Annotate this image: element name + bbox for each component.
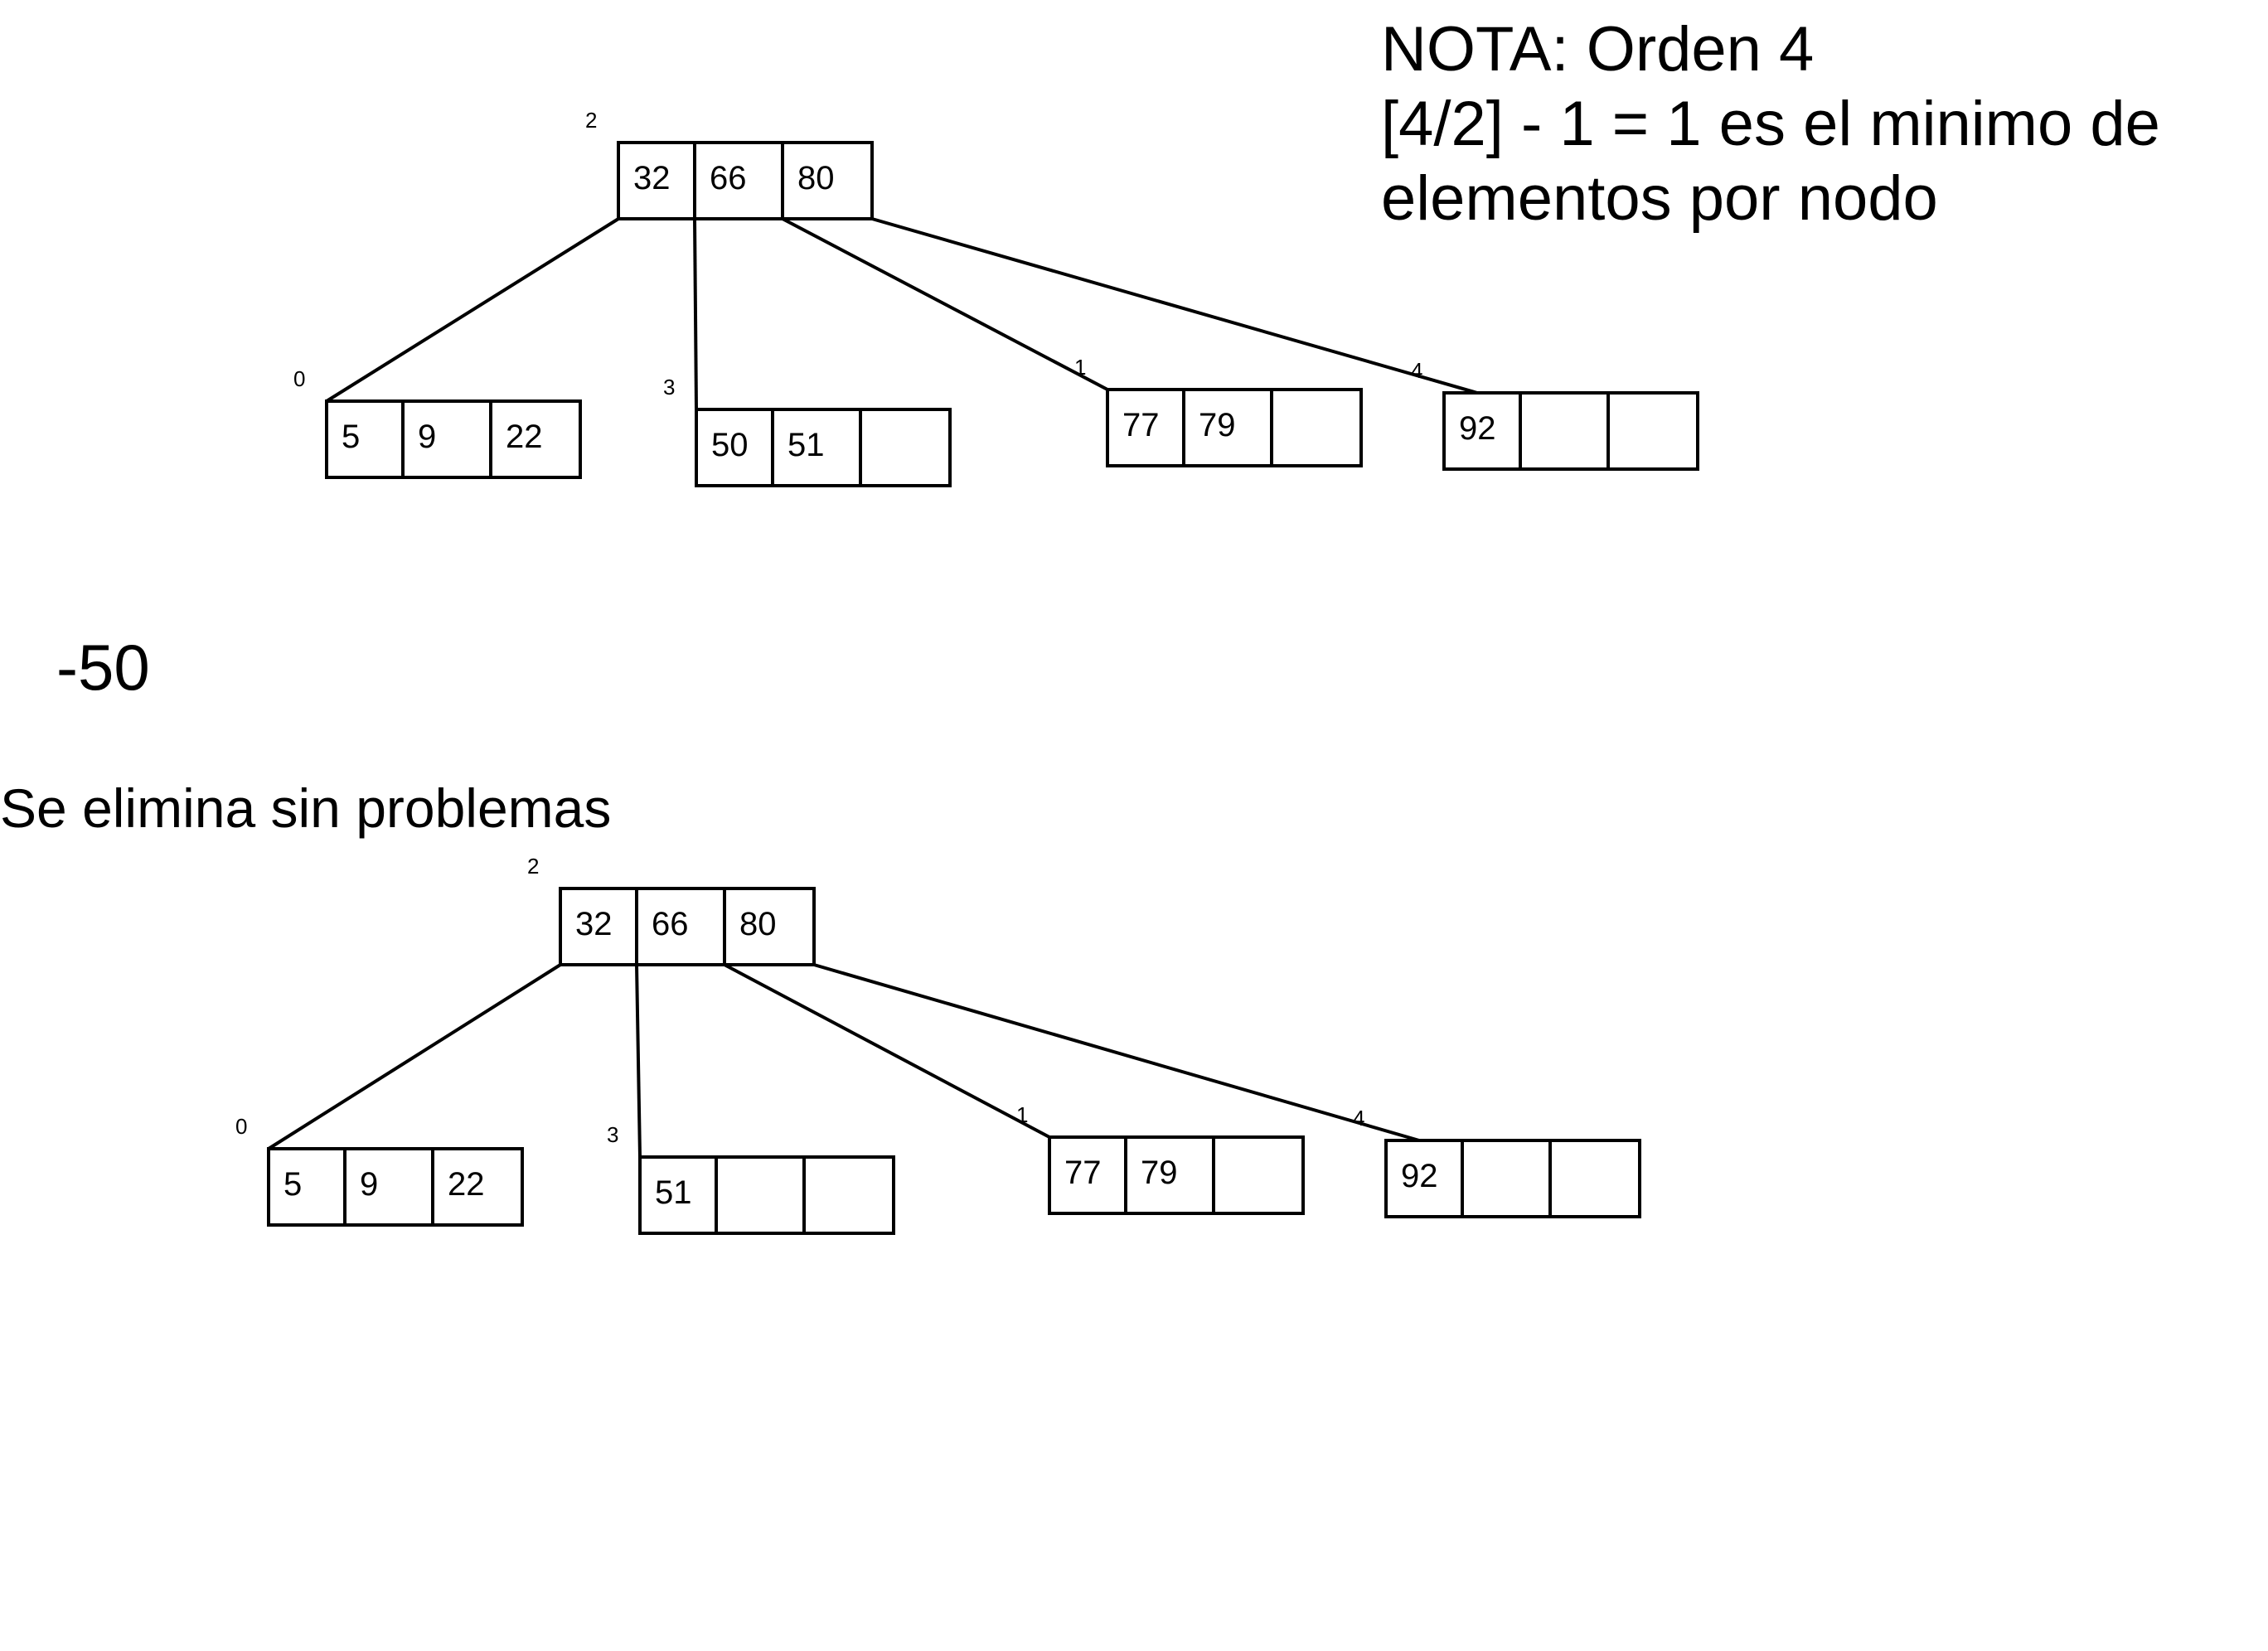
operation-label: -50 <box>56 631 150 704</box>
node-id-label: 4 <box>1411 358 1422 383</box>
key-cell <box>1212 1135 1305 1215</box>
key-cell <box>723 887 816 966</box>
node-id-label: 0 <box>235 1114 247 1139</box>
key-cell <box>343 1147 434 1227</box>
btree-node-3: 3 50 51 <box>663 375 952 487</box>
note-line-elements: elementos por nodo <box>1381 163 1938 234</box>
note-line-order: NOTA: Orden 4 <box>1381 14 1815 85</box>
key-value: 77 <box>1064 1155 1102 1191</box>
key-cell <box>1461 1139 1552 1218</box>
key-cell <box>489 399 582 479</box>
node-id-label: 0 <box>293 366 305 391</box>
result-message: Se elimina sin problemas <box>0 777 612 839</box>
key-value: 51 <box>788 427 825 463</box>
edge-2-3 <box>635 964 642 1158</box>
key-value: 50 <box>711 427 749 463</box>
key-value: 66 <box>710 160 747 196</box>
key-value: 5 <box>284 1166 302 1203</box>
key-value: 79 <box>1199 407 1236 443</box>
key-value: 51 <box>655 1174 692 1211</box>
key-cell <box>781 141 874 220</box>
key-cell <box>431 1147 524 1227</box>
key-value: 22 <box>448 1166 485 1203</box>
key-cell <box>1270 388 1363 467</box>
edge-2-4 <box>813 963 1420 1142</box>
edge-2-1 <box>782 217 1108 391</box>
btree-node-4: 4 92 <box>1353 1106 1641 1218</box>
node-id-label: 4 <box>1353 1106 1364 1131</box>
edge-2-0 <box>325 217 620 403</box>
key-value: 92 <box>1401 1158 1438 1194</box>
btree-node-4: 4 92 <box>1411 358 1699 471</box>
key-cell <box>638 1155 718 1235</box>
btree-node-1: 1 77 79 <box>1074 355 1363 467</box>
key-cell <box>617 141 696 220</box>
key-value: 66 <box>652 906 689 942</box>
key-value: 9 <box>360 1166 378 1203</box>
key-cell <box>715 1155 806 1235</box>
key-value: 77 <box>1122 407 1160 443</box>
tree-before: 2 32 66 80 0 5 9 22 3 50 51 1 77 79 4 92 <box>293 108 1699 487</box>
btree-node-0: 0 5 9 22 <box>293 366 582 479</box>
tree-after: 2 32 66 80 0 5 9 22 3 51 1 77 79 4 92 <box>235 854 1641 1235</box>
key-cell <box>771 408 862 487</box>
key-cell <box>1519 391 1610 471</box>
edge-2-3 <box>693 218 698 410</box>
key-cell <box>802 1155 895 1235</box>
key-value: 32 <box>575 906 613 942</box>
key-cell <box>695 408 774 487</box>
key-cell <box>859 408 952 487</box>
btree-node-2: 2 32 66 80 <box>585 108 874 220</box>
btree-node-2: 2 32 66 80 <box>527 854 816 966</box>
key-cell <box>1606 391 1699 471</box>
key-cell <box>1442 391 1522 471</box>
key-value: 80 <box>797 160 835 196</box>
key-cell <box>267 1147 346 1227</box>
edge-2-0 <box>267 963 562 1150</box>
key-cell <box>1548 1139 1641 1218</box>
key-value: 9 <box>418 419 436 455</box>
key-cell <box>1106 388 1185 467</box>
key-value: 32 <box>633 160 671 196</box>
node-id-label: 2 <box>585 108 597 133</box>
note-line-formula: [4/2] - 1 = 1 es el minimo de <box>1381 89 2160 159</box>
node-id-label: 1 <box>1074 355 1086 380</box>
key-value: 80 <box>739 906 777 942</box>
key-value: 79 <box>1141 1155 1178 1191</box>
key-value: 5 <box>342 419 360 455</box>
node-id-label: 3 <box>663 375 675 399</box>
key-value: 22 <box>506 419 543 455</box>
key-cell <box>635 887 726 966</box>
key-cell <box>401 399 492 479</box>
key-value: 92 <box>1459 410 1496 447</box>
node-id-label: 1 <box>1016 1102 1028 1127</box>
node-id-label: 3 <box>607 1122 618 1147</box>
edge-2-1 <box>724 963 1050 1139</box>
key-cell <box>325 399 405 479</box>
edge-2-4 <box>871 217 1478 395</box>
key-cell <box>1182 388 1273 467</box>
btree-node-0: 0 5 9 22 <box>235 1114 524 1227</box>
btree-node-1: 1 77 79 <box>1016 1102 1305 1215</box>
key-cell <box>1384 1139 1464 1218</box>
btree-node-3: 3 51 <box>607 1122 895 1235</box>
node-id-label: 2 <box>527 854 539 879</box>
